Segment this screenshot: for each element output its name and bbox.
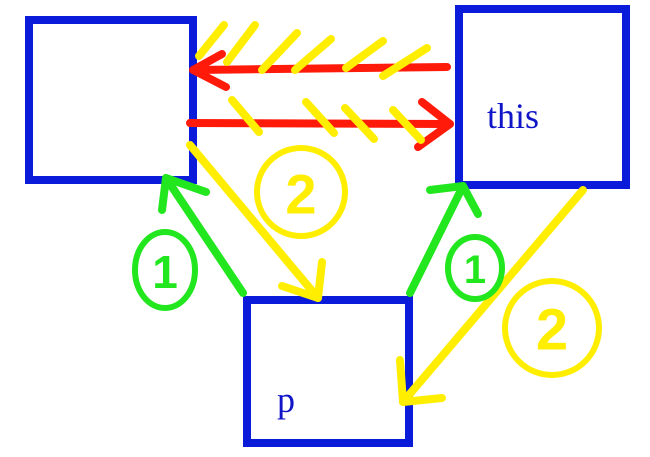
node-top-left <box>25 16 197 184</box>
yellow-arrow-this-to-p <box>396 186 587 406</box>
step-number: 2 <box>536 298 568 363</box>
step-marker-green-right: 1 <box>445 234 505 302</box>
node-p-label: p <box>277 380 295 420</box>
step-number: 2 <box>285 163 316 226</box>
yellow-arrow-left-to-p <box>186 141 326 302</box>
node-this-label: this <box>487 96 539 136</box>
step-marker-yellow-center: 2 <box>254 145 348 239</box>
step-number: 1 <box>152 246 178 298</box>
yellow-hatch-marks <box>195 21 431 144</box>
step-marker-yellow-right: 2 <box>502 278 602 378</box>
green-arrow-p-to-this <box>406 182 482 297</box>
red-arrow-to-left <box>189 50 451 91</box>
node-p <box>243 296 413 447</box>
step-number: 1 <box>464 248 486 292</box>
green-arrow-p-to-left <box>158 174 247 297</box>
step-marker-green-left: 1 <box>132 229 198 311</box>
node-this <box>455 5 630 189</box>
